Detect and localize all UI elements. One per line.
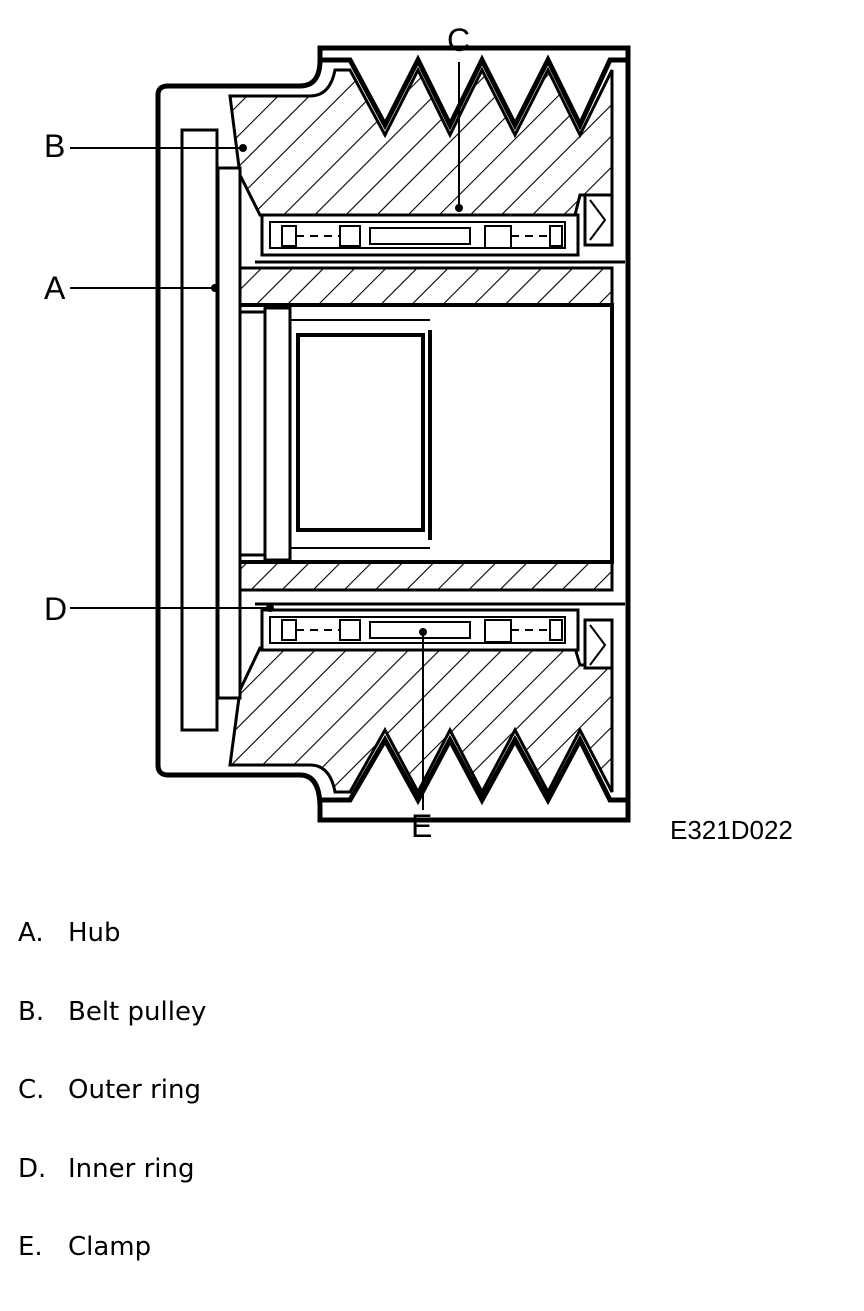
belt-grooves-top — [320, 54, 628, 131]
legend-item: B. Belt pulley — [18, 997, 206, 1076]
pulley-body-top — [228, 66, 614, 217]
legend-key: A. — [18, 918, 44, 948]
legend-item: E. Clamp — [18, 1232, 206, 1311]
bore-step-3 — [296, 333, 425, 532]
legend-item: D. Inner ring — [18, 1154, 206, 1233]
legend-item: A. Hub — [18, 918, 206, 997]
legend-text: Clamp — [68, 1232, 152, 1262]
pulley-cross-section-diagram: B A C D E E321D022 — [44, 22, 793, 845]
pulley-drawing — [70, 45, 631, 823]
clutch-assembly-top — [255, 213, 625, 264]
legend-text: Outer ring — [68, 1075, 201, 1105]
legend-key: E. — [18, 1232, 43, 1262]
bore-step-2 — [263, 306, 292, 562]
legend-text: Hub — [68, 918, 121, 948]
callout-e: E — [411, 808, 433, 844]
figure-id-label: E321D022 — [670, 815, 793, 845]
belt-grooves-bottom — [320, 734, 628, 806]
legend-text: Belt pulley — [68, 996, 207, 1027]
legend-item: C. Outer ring — [18, 1075, 206, 1154]
callout-d: D — [44, 591, 68, 627]
clutch-assembly-bottom — [255, 602, 625, 652]
legend-key: B. — [18, 996, 45, 1027]
callout-b: B — [44, 128, 66, 164]
callout-a: A — [44, 270, 66, 306]
callout-c: C — [447, 22, 471, 58]
legend-key: C. — [18, 1075, 45, 1105]
pulley-outer-outline — [155, 45, 631, 823]
legend-text: Inner ring — [68, 1153, 195, 1184]
legend-list: A. Hub B. Belt pulley C. Outer ring D. Inner… — [18, 918, 206, 1311]
pulley-body-bottom — [228, 646, 614, 796]
legend-key: D. — [18, 1153, 47, 1184]
